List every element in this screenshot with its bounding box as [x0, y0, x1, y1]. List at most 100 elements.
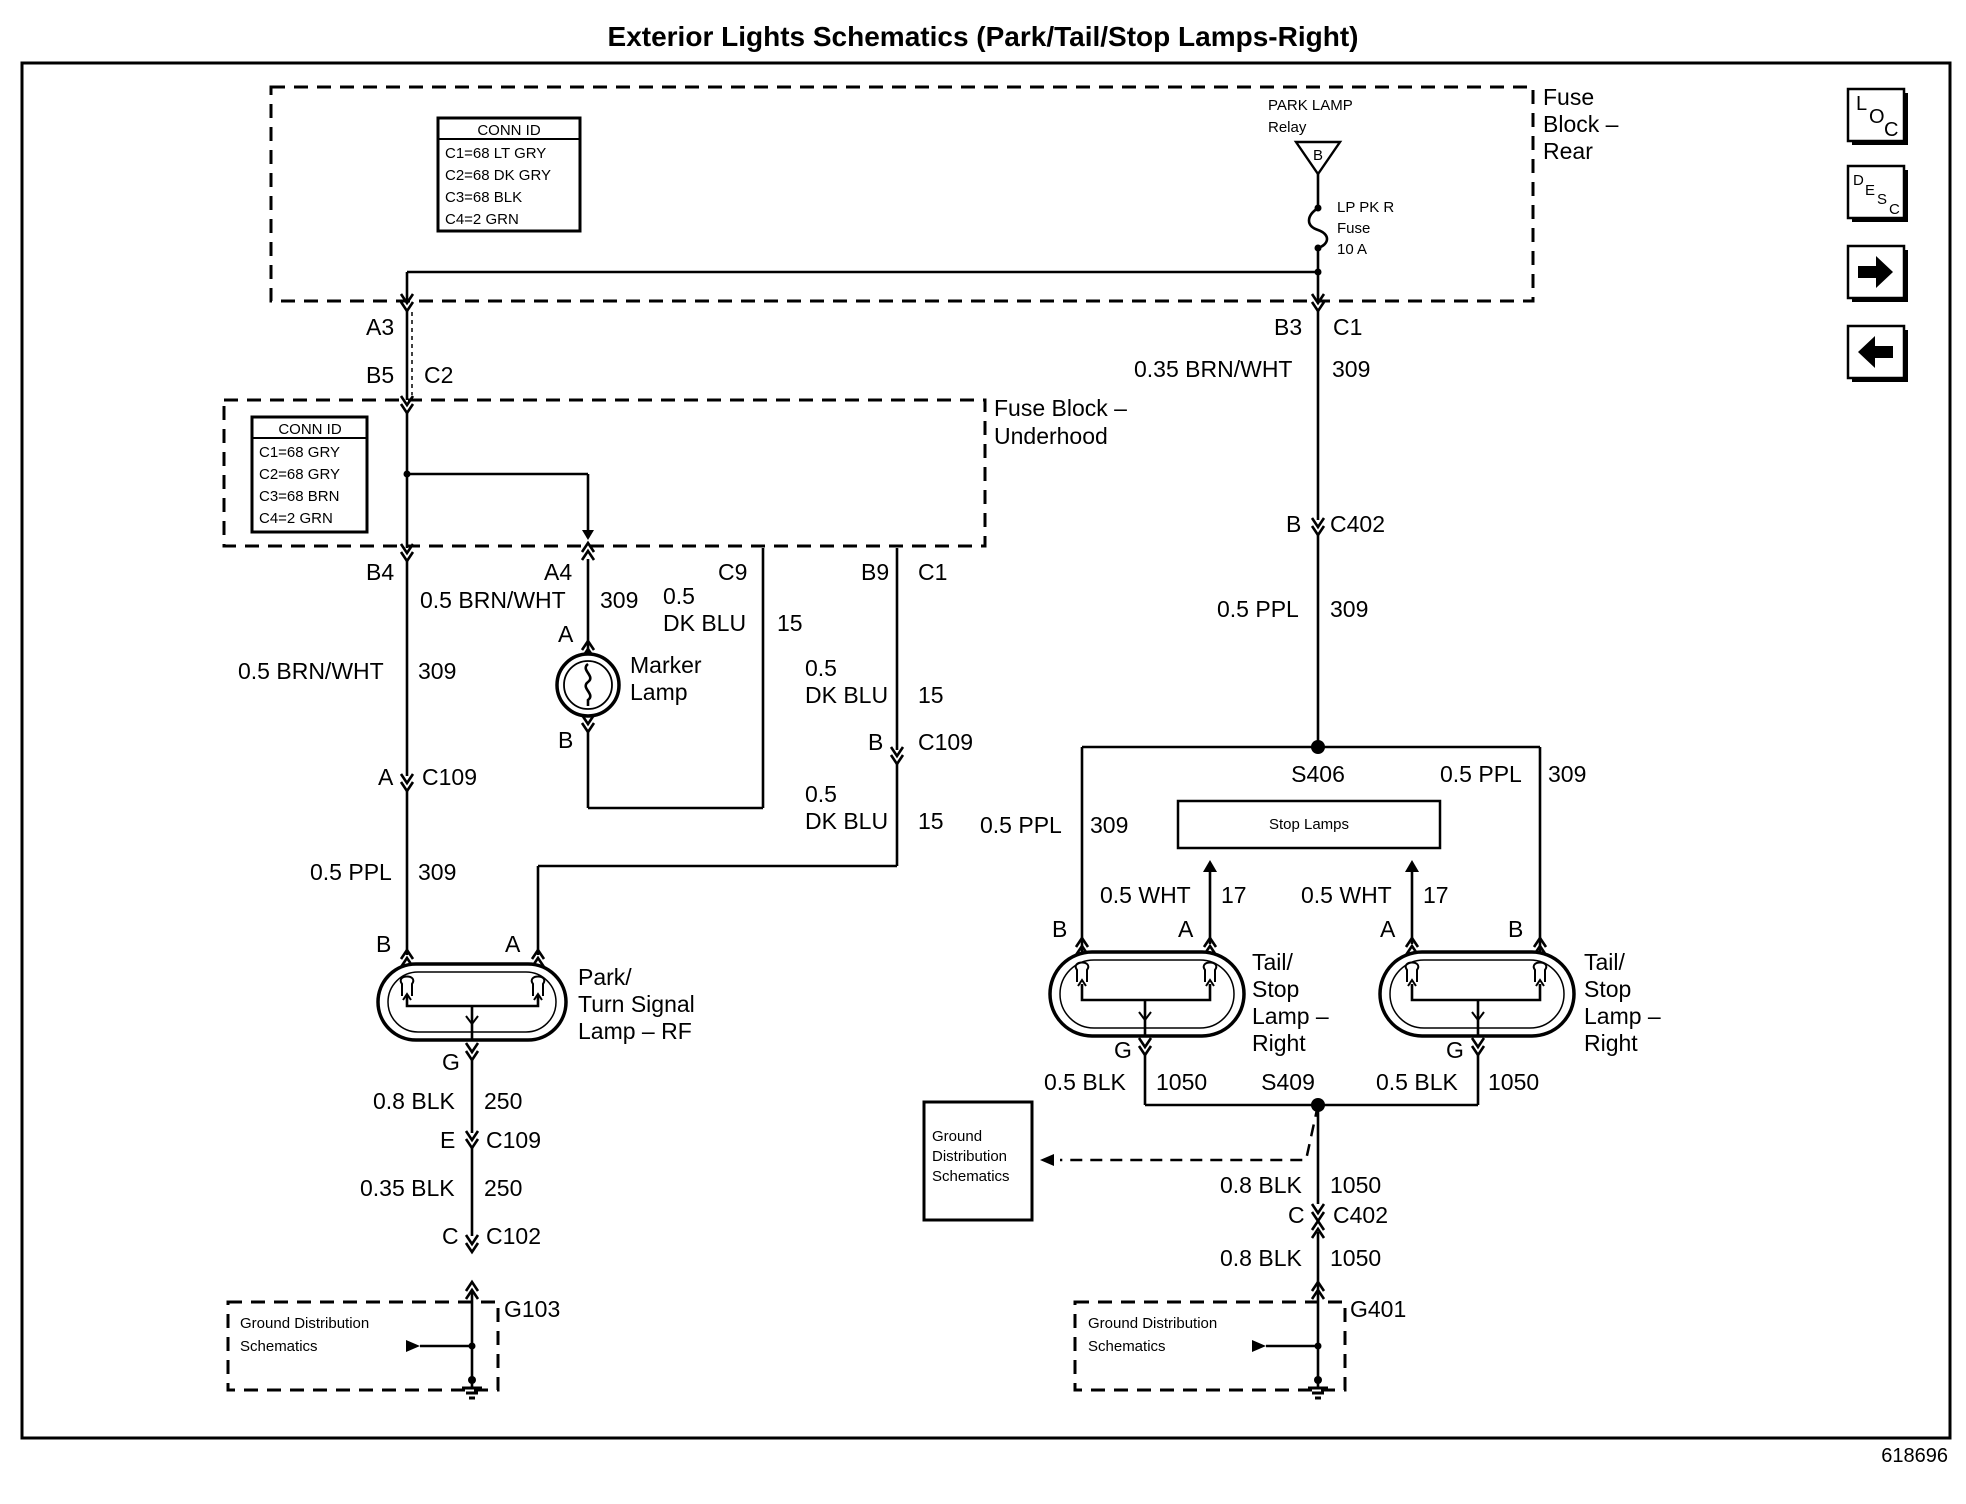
pin-a-marker: A [558, 621, 574, 647]
ground-g103: G103 [504, 1296, 560, 1322]
fuse-block-rear-label-3: Rear [1543, 138, 1593, 164]
wire-c9-circuit: 15 [777, 610, 803, 636]
conn-c402-top: C402 [1330, 511, 1385, 537]
fuse-block-underhood [222, 398, 987, 548]
wire-ppl-right-color: 0.5 PPL [1217, 596, 1299, 622]
wire-blk-c402b-circuit: 1050 [1330, 1245, 1381, 1271]
pin-a3: A3 [366, 314, 394, 340]
ground-distribution-left-label-1: Ground Distribution [240, 1315, 369, 1332]
conn-c402-bottom: C402 [1333, 1202, 1388, 1228]
figure-id: 618696 [1881, 1445, 1948, 1467]
svg-text:E: E [1865, 182, 1875, 199]
ground-distribution-right[interactable] [1073, 1300, 1347, 1392]
conn-id-table-underhood: CONN ID C1=68 GRY C2=68 GRY C3=68 BRN C4… [250, 415, 369, 534]
svg-text:S: S [1877, 191, 1887, 208]
stop-lamps-box[interactable] [1176, 799, 1442, 850]
conn-c2: C2 [424, 362, 453, 388]
ground-distribution-left[interactable] [226, 1300, 500, 1392]
pin-a-park: A [505, 931, 521, 957]
pin-b-c402: B [1286, 511, 1301, 537]
ground-g401-icon [1306, 1378, 1330, 1400]
pin-c: C [442, 1223, 459, 1249]
fuse-block-rear-label-1: Fuse [1543, 84, 1594, 110]
wire-c9-color: DK BLU [663, 610, 746, 636]
pin-a4: A4 [544, 559, 572, 585]
ts1-label-2: Stop [1252, 976, 1299, 1002]
loc-button[interactable]: LOC [1846, 87, 1908, 145]
wire-a4-color: 0.5 BRN/WHT [420, 587, 566, 613]
ts1-label-4: Right [1252, 1030, 1306, 1056]
park-lamp-label-2: Turn Signal [578, 991, 695, 1017]
wire-blk-08-color: 0.8 BLK [373, 1088, 455, 1114]
conn-id-header: CONN ID [477, 122, 541, 139]
wire-brnwht-top-color: 0.35 BRN/WHT [1134, 356, 1292, 382]
wire-left-color: 0.5 BRN/WHT [238, 658, 384, 684]
wire-left-circuit: 309 [418, 658, 456, 684]
wire-low-gauge: 0.5 [805, 781, 837, 807]
ground-distribution-middle-label-3: Schematics [932, 1168, 1010, 1185]
wire-ppl-s406-left-circuit: 309 [1090, 812, 1128, 838]
ground-distribution-right-label-2: Schematics [1088, 1338, 1166, 1355]
park-lamp-label-1: Park/ [578, 964, 632, 990]
pin-b3: B3 [1274, 314, 1302, 340]
tail-stop-lamp-right-2 [1378, 950, 1576, 1038]
wire-blk-ts1-circuit: 1050 [1156, 1069, 1207, 1095]
wire-low-circuit: 15 [918, 808, 944, 834]
wire-wht-right-color: 0.5 WHT [1301, 882, 1392, 908]
wire-ppl-left-circuit: 309 [418, 859, 456, 885]
fuse-label-2: Fuse [1337, 220, 1370, 237]
conn-c109-left: C109 [422, 764, 477, 790]
conn-id-row: C3=68 BRN [259, 488, 339, 505]
conn-id-row: C1=68 GRY [259, 444, 340, 461]
conn-c1-top: C1 [1333, 314, 1362, 340]
wire-ppl-right-circuit: 309 [1330, 596, 1368, 622]
wire-blk-c402a-circuit: 1050 [1330, 1172, 1381, 1198]
conn-c109-right: C109 [918, 729, 973, 755]
wire-ppl-s406-left-color: 0.5 PPL [980, 812, 1062, 838]
pin-a-ts2: A [1380, 916, 1396, 942]
pin-b9: B9 [861, 559, 889, 585]
conn-id-row: C1=68 LT GRY [445, 145, 546, 162]
ground-distribution-left-label-2: Schematics [240, 1338, 318, 1355]
wire-c9-gauge: 0.5 [663, 583, 695, 609]
park-turn-signal-lamp [376, 962, 568, 1042]
fuse-icon [1307, 206, 1329, 250]
pin-e: E [440, 1127, 455, 1153]
ts1-label-1: Tail/ [1252, 949, 1294, 975]
fuse-label-3: 10 A [1337, 241, 1367, 258]
fuse-label-1: LP PK R [1337, 199, 1394, 216]
marker-lamp-label-1: Marker [630, 652, 702, 678]
ground-distribution-middle-label-2: Distribution [932, 1148, 1007, 1165]
ts1-label-3: Lamp – [1252, 1003, 1329, 1029]
ground-g103-icon [460, 1378, 484, 1400]
conn-id-table-rear: CONN ID C1=68 LT GRY C2=68 DK GRY C3=68 … [436, 116, 582, 233]
ts2-label-3: Lamp – [1584, 1003, 1661, 1029]
conn-id-row: C2=68 DK GRY [445, 167, 551, 184]
ts2-label-4: Right [1584, 1030, 1638, 1056]
wire-low-color: DK BLU [805, 808, 888, 834]
ts2-label-2: Stop [1584, 976, 1631, 1002]
next-button[interactable] [1846, 244, 1908, 302]
wire-blk-ts1-color: 0.5 BLK [1044, 1069, 1126, 1095]
conn-c1-mid: C1 [918, 559, 947, 585]
pin-c9: C9 [718, 559, 747, 585]
conn-id-row: C4=2 GRN [445, 211, 519, 228]
conn-c109-e: C109 [486, 1127, 541, 1153]
ground-distribution-middle[interactable] [922, 1100, 1034, 1222]
wire-blk-ts2-circuit: 1050 [1488, 1069, 1539, 1095]
ground-distribution-right-label-1: Ground Distribution [1088, 1315, 1217, 1332]
prev-arrow-icon [1858, 336, 1893, 368]
conn-id-row: C3=68 BLK [445, 189, 522, 206]
pin-b-park: B [376, 931, 391, 957]
wire-blk-c402b-color: 0.8 BLK [1220, 1245, 1302, 1271]
pin-b4: B4 [366, 559, 394, 585]
fuse-block-underhood-label-2: Underhood [994, 423, 1108, 449]
ts2-label-1: Tail/ [1584, 949, 1626, 975]
prev-button[interactable] [1846, 324, 1908, 382]
park-lamp-label-3: Lamp – RF [578, 1018, 692, 1044]
svg-text:C: C [1889, 201, 1900, 218]
wire-ppl-s406-right-color: 0.5 PPL [1440, 761, 1522, 787]
fuse-block-rear [269, 85, 1535, 303]
